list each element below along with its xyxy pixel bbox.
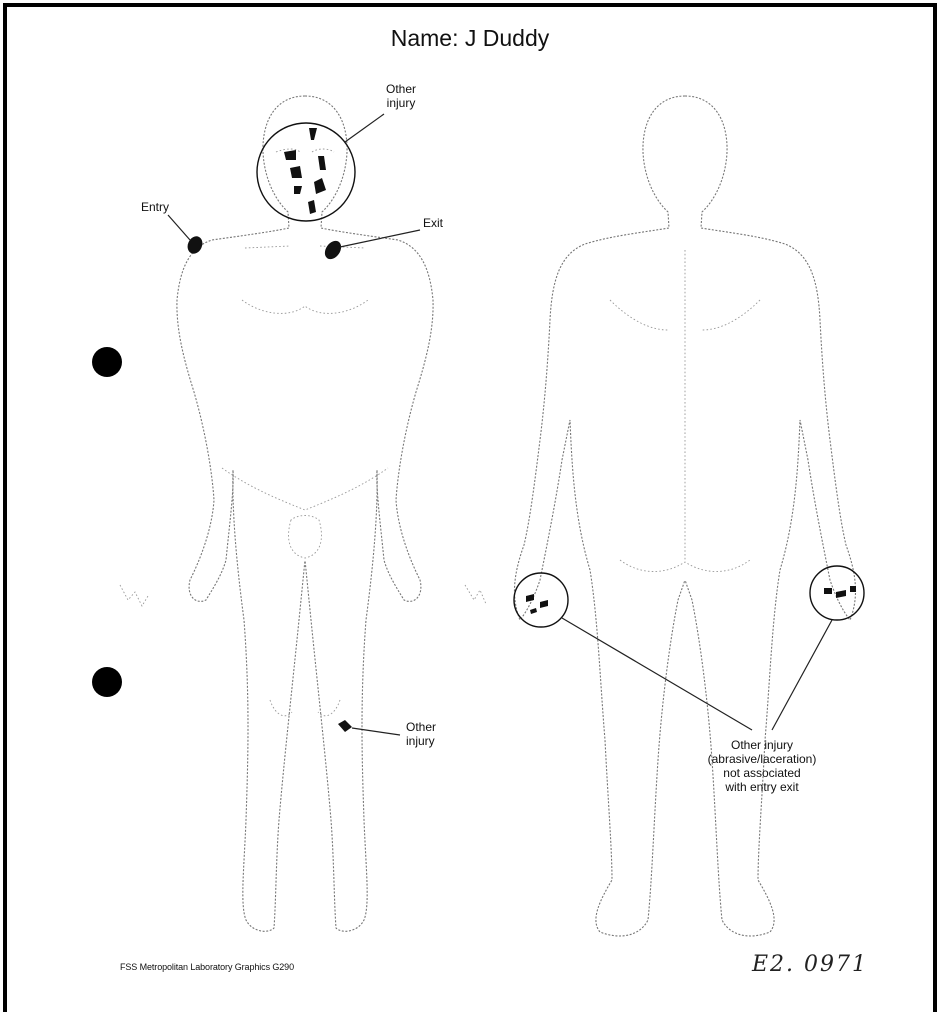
left-hand-callout-line <box>562 618 752 730</box>
exit-label: Exit <box>423 216 443 230</box>
back-body-figure <box>514 96 855 936</box>
entry-callout-line <box>168 215 190 240</box>
right-hand-callout-line <box>772 620 832 730</box>
left-hand-zoom-circle <box>514 573 568 627</box>
entry-label: Entry <box>141 200 169 214</box>
leg-callout-line <box>352 728 400 735</box>
head-callout-line <box>345 114 384 142</box>
hand-injury-label-line3: not associated <box>687 766 837 780</box>
head-injury-label-line1: Other <box>376 82 426 96</box>
exit-wound-mark <box>322 238 345 262</box>
document-reference: E2. 0971 <box>752 952 868 977</box>
exit-callout-line <box>340 230 420 247</box>
leg-injury-label-line2: injury <box>406 734 436 748</box>
leg-injury-label: Other injury <box>406 720 436 748</box>
head-injury-label-line2: injury <box>376 96 426 110</box>
hand-injury-label: Other injury (abrasive/laceration) not a… <box>687 738 837 794</box>
hand-injury-label-line2: (abrasive/laceration) <box>687 752 837 766</box>
hand-injury-label-line1: Other injury <box>687 738 837 752</box>
head-injury-label: Other injury <box>376 82 426 110</box>
hand-injury-label-line4: with entry exit <box>687 780 837 794</box>
head-zoom-circle <box>257 123 355 221</box>
footer-credit: FSS Metropolitan Laboratory Graphics G29… <box>120 962 294 972</box>
leg-injury-mark <box>338 720 352 732</box>
leg-injury-label-line1: Other <box>406 720 436 734</box>
hand-injury-detail <box>514 566 864 730</box>
head-injury-detail <box>257 114 384 221</box>
